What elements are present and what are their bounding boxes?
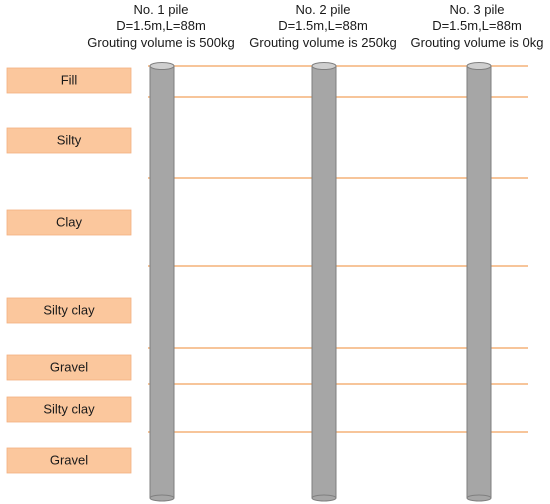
- pile-3-top: [466, 62, 492, 70]
- pile-2-name: No. 2 pile: [296, 2, 351, 17]
- layer-silty-clay-lower: Silty clay: [6, 396, 132, 423]
- layer-label: Clay: [56, 214, 83, 229]
- layer-gravel-lower: Gravel: [6, 447, 132, 474]
- layer-label: Gravel: [50, 452, 88, 467]
- layer-label: Silty clay: [43, 302, 95, 317]
- layer-silty: Silty: [6, 127, 132, 154]
- pile-labels: No. 1 pile D=1.5m,L=88m Grouting volume …: [87, 2, 543, 50]
- pile-1: [149, 62, 175, 502]
- pile-1-name: No. 1 pile: [134, 2, 189, 17]
- pile-2-grouting: Grouting volume is 250kg: [249, 35, 396, 50]
- layer-label: Silty clay: [43, 401, 95, 416]
- pile-1-dims: D=1.5m,L=88m: [116, 18, 206, 33]
- pile-2-dims: D=1.5m,L=88m: [278, 18, 368, 33]
- pile-1-body: [149, 65, 175, 499]
- layer-label: Silty: [57, 132, 82, 147]
- pile-3: [466, 62, 492, 502]
- pile-3-dims: D=1.5m,L=88m: [432, 18, 522, 33]
- layer-gravel-upper: Gravel: [6, 354, 132, 381]
- pile-3-name: No. 3 pile: [450, 2, 505, 17]
- layer-label: Gravel: [50, 359, 88, 374]
- layer-clay: Clay: [6, 209, 132, 236]
- pile-3-grouting: Grouting volume is 0kg: [411, 35, 544, 50]
- pile-2: [311, 62, 337, 502]
- layer-box: [6, 396, 132, 423]
- layer-box: [6, 297, 132, 324]
- layer-box: [6, 209, 132, 236]
- pile-3-bottom: [466, 494, 492, 502]
- pile-2-bottom: [311, 494, 337, 502]
- layer-box: [6, 447, 132, 474]
- layer-silty-clay-upper: Silty clay: [6, 297, 132, 324]
- pile-1-bottom: [149, 494, 175, 502]
- soil-boundaries: [148, 65, 528, 433]
- pile-1-top: [149, 62, 175, 70]
- pile-2-body: [311, 65, 337, 499]
- soil-layer-labels: Fill Silty Clay Silty clay Gravel Silty …: [6, 67, 132, 474]
- pile-1-grouting: Grouting volume is 500kg: [87, 35, 234, 50]
- pile-3-body: [466, 65, 492, 499]
- layer-label: Fill: [61, 72, 78, 87]
- layer-box: [6, 67, 132, 94]
- layer-box: [6, 354, 132, 381]
- layer-fill: Fill: [6, 67, 132, 94]
- pile-2-top: [311, 62, 337, 70]
- layer-box: [6, 127, 132, 154]
